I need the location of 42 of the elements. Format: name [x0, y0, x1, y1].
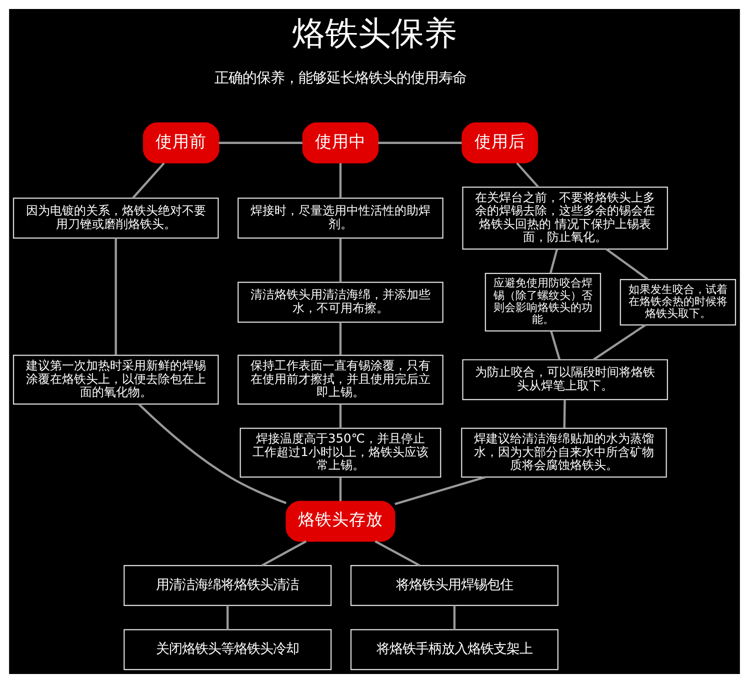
- connector: [338, 162, 342, 198]
- label: 正确的保养，能够延长烙铁头的使用寿命: [214, 70, 466, 86]
- connector: [338, 476, 342, 501]
- node-box: 如果发生咬合，试着在烙铁余热的时候将烙铁头取下。: [619, 278, 736, 325]
- node-box: 将烙铁手柄放入烙铁支架上: [350, 628, 558, 670]
- connector: [138, 403, 286, 504]
- connector: [548, 248, 558, 274]
- node-box: 因为电镀的关系，烙铁头绝对不要用刀锉或磨削烙铁头。: [12, 197, 218, 238]
- connector: [114, 238, 116, 355]
- node-box: 焊建议给清洁海绵贴加的水为蒸馏水，因为大部分自来水中所含矿物质将会腐蚀烙铁头。: [460, 427, 666, 478]
- connector: [260, 540, 306, 566]
- connector: [605, 248, 648, 280]
- node-box: 应避免使用防咬合焊锡（除了螺纹头）否则会影响烙铁头的功能。: [484, 272, 601, 332]
- node-box: 使用后: [461, 122, 538, 163]
- diagram-title: 烙铁头保养: [292, 12, 456, 52]
- connector: [394, 476, 486, 505]
- connector: [338, 238, 342, 282]
- connector: [378, 141, 462, 144]
- connector: [374, 540, 420, 566]
- node-box: 清洁烙铁头用清洁海绵，并添加些水，不可用布擦。: [237, 281, 443, 322]
- node-box: 在关焊台之前，不要将烙铁头上多余的焊锡去除，这些多余的锡会在烙铁头回热的 情况下保护上锡表面，防止氧化。: [462, 186, 668, 250]
- node-box: 焊接时，尽量选用中性活性的助焊剂。: [237, 197, 443, 238]
- connector: [338, 404, 342, 428]
- connector: [218, 141, 302, 144]
- node-box: 烙铁头存放: [285, 500, 395, 542]
- node-box: 为防止咬合，可以隔段时间将烙铁头从焊笔上取下。: [462, 358, 668, 400]
- node-box: 关闭烙铁头等烙铁头冷却: [123, 628, 332, 670]
- connector: [226, 605, 228, 630]
- connector: [562, 399, 566, 428]
- node-box: 保持工作表面一直有锡涂覆，只有在使用前才擦拭，并且使用完后立即上锡。: [237, 354, 443, 404]
- node-box: 将烙铁头用焊锡包住: [350, 564, 558, 606]
- node-box: 焊接温度高于350℃，并且停止工作超过1小时以上，烙铁头应该常上锡。: [239, 427, 441, 478]
- connector: [132, 162, 164, 198]
- node-box: 建议第一次加热时采用新鲜的焊锡涂覆在烙铁头上，以便去除包在上面的氧化物。: [12, 354, 218, 404]
- connector: [452, 605, 456, 630]
- connector: [338, 322, 342, 354]
- node-box: 使用中: [302, 122, 378, 163]
- node-box: 用清洁海绵将烙铁头清洁: [123, 564, 332, 606]
- connector: [516, 162, 539, 188]
- node-box: 使用前: [142, 122, 219, 163]
- connector: [592, 324, 646, 360]
- connector: [550, 330, 560, 360]
